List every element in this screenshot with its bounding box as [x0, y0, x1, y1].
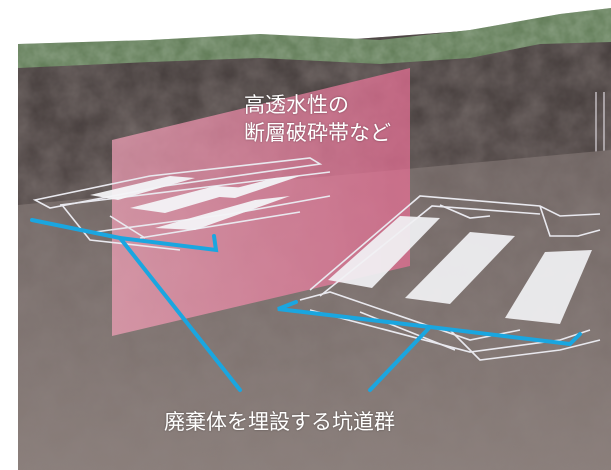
tunnel-panels-right [328, 216, 592, 324]
callout-left-drop [118, 236, 242, 392]
callout-left [30, 218, 219, 253]
fault-zone-label-line1: 高透水性の [244, 93, 349, 117]
fault-zone-label-line2: 断層破砕帯など [244, 121, 391, 145]
ground-surface-texture [18, 8, 611, 68]
tunnel-group-label: 廃棄体を埋設する坑道群 [164, 410, 395, 434]
fault-zone-label: 高透水性の 断層破砕帯など [244, 91, 391, 147]
tunnel-panels-left [90, 176, 300, 230]
callout-lines [30, 218, 582, 392]
callout-right-drop [368, 325, 432, 392]
